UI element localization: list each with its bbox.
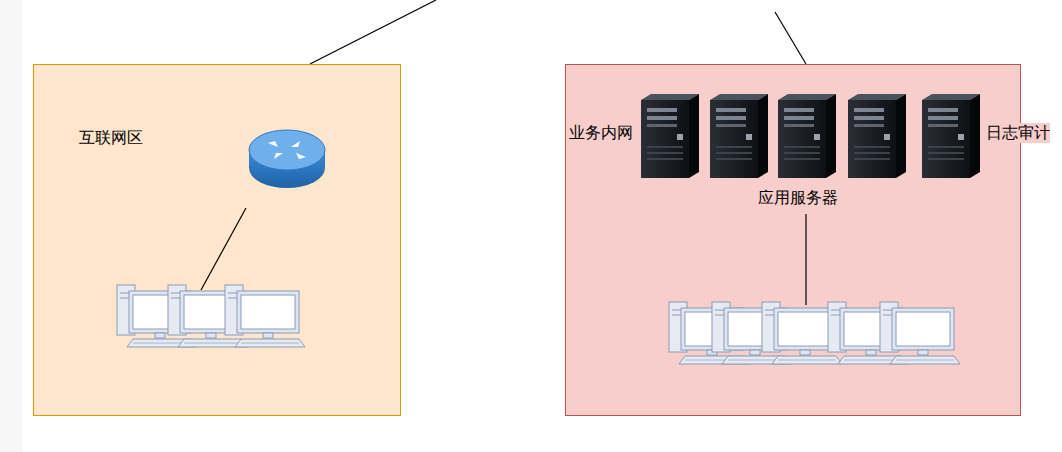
server-label: 应用服务器 bbox=[758, 188, 838, 208]
server-label: 业务内网 bbox=[569, 123, 633, 143]
link-line bbox=[201, 208, 246, 290]
region-fill bbox=[34, 65, 401, 416]
link-line bbox=[805, 214, 806, 305]
router-icon bbox=[249, 130, 325, 188]
network-zone: 互联网区 bbox=[33, 64, 401, 416]
region-fill bbox=[566, 65, 1021, 416]
zone-label: 互联网区 bbox=[79, 128, 143, 148]
network-zone: 业务内网应用服务器日志审计 bbox=[565, 64, 1021, 416]
server-icon bbox=[641, 94, 980, 178]
page-margin bbox=[0, 0, 22, 452]
uplink-line bbox=[310, 0, 436, 64]
uplink-line bbox=[775, 12, 806, 64]
pc-group bbox=[669, 302, 960, 364]
server-label: 日志审计 bbox=[986, 123, 1050, 143]
pc-group bbox=[117, 285, 305, 347]
